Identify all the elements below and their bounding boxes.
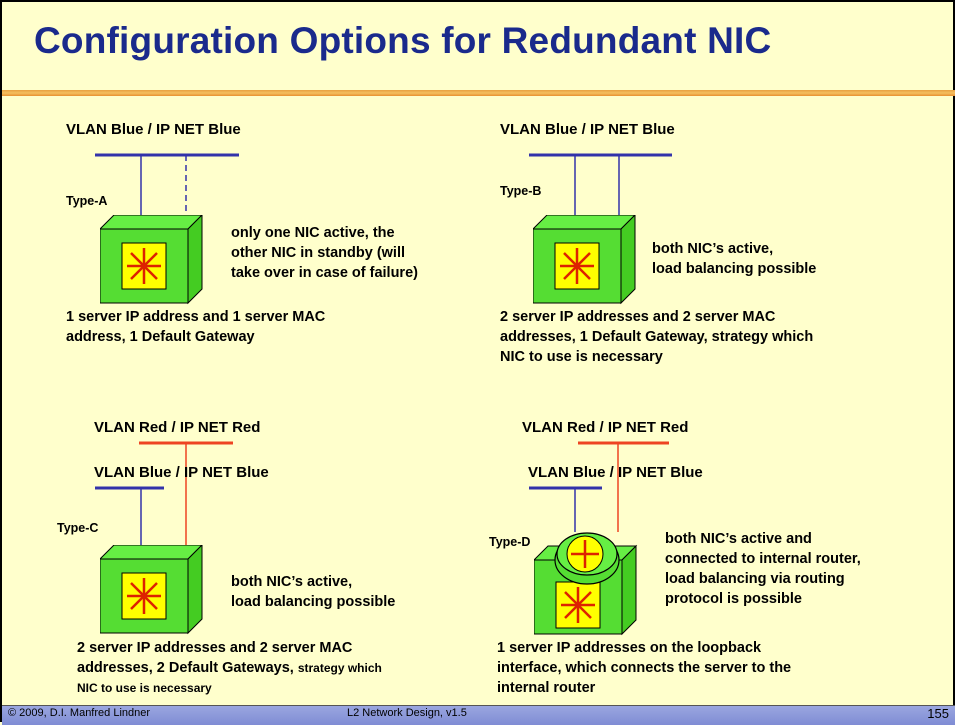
summary-d-line-3: internal router [497, 680, 596, 696]
description-d-line-4: protocol is possible [665, 591, 802, 607]
server-box-icon [100, 545, 203, 635]
description-c-line-1: both NIC’s active, [231, 574, 353, 590]
vlan-label-a: VLAN Blue / IP NET Blue [66, 121, 241, 138]
summary-c-line-2: addresses, 2 Default Gateways, strategy … [77, 659, 382, 678]
footer-bar [2, 705, 955, 725]
vlan-blue-label-c: VLAN Blue / IP NET Blue [94, 464, 269, 481]
description-d-line-1: both NIC’s active and [665, 531, 812, 547]
server-router-box-icon [534, 532, 638, 636]
server-box-icon [533, 215, 636, 305]
slide-title: Configuration Options for Redundant NIC [34, 20, 772, 61]
footer-course: L2 Network Design, v1.5 [347, 707, 467, 719]
vlan-blue-label-d: VLAN Blue / IP NET Blue [528, 464, 703, 481]
summary-a-line-2: address, 1 Default Gateway [66, 329, 255, 345]
summary-c-line-2-tail: strategy which [297, 661, 382, 675]
description-b-line-1: both NIC’s active, [652, 241, 774, 257]
vlan-label-b: VLAN Blue / IP NET Blue [500, 121, 675, 138]
description-d-line-3: load balancing via routing [665, 571, 845, 587]
description-a-line-3: take over in case of failure) [231, 265, 418, 281]
summary-d-line-2: interface, which connects the server to … [497, 660, 792, 676]
vlan-red-label-c: VLAN Red / IP NET Red [94, 419, 261, 436]
title-underline [2, 90, 955, 96]
type-label-b: Type-B [500, 184, 542, 198]
server-box-icon [100, 215, 203, 305]
vlan-red-label-d: VLAN Red / IP NET Red [522, 419, 689, 436]
summary-c-line-1: 2 server IP addresses and 2 server MAC [77, 640, 353, 656]
summary-c-line-2-main: addresses, 2 Default Gateways, [77, 660, 298, 676]
summary-b-line-1: 2 server IP addresses and 2 server MAC [500, 309, 776, 325]
summary-d-line-1: 1 server IP addresses on the loopback [497, 640, 762, 656]
description-d-line-2: connected to internal router, [665, 551, 861, 567]
footer-copyright: © 2009, D.I. Manfred Lindner [8, 707, 151, 719]
type-label-c: Type-C [57, 521, 99, 535]
description-a-line-2: other NIC in standby (will [231, 245, 406, 261]
summary-b-line-2: addresses, 1 Default Gateway, strategy w… [500, 329, 814, 345]
summary-c-line-3: NIC to use is necessary [77, 681, 212, 695]
description-a-line-1: only one NIC active, the [231, 225, 395, 241]
type-label-a: Type-A [66, 194, 108, 208]
summary-a-line-1: 1 server IP address and 1 server MAC [66, 309, 326, 325]
page-number: 155 [927, 706, 949, 721]
summary-b-line-3: NIC to use is necessary [500, 349, 663, 365]
description-b-line-2: load balancing possible [652, 261, 817, 277]
type-label-d: Type-D [489, 535, 531, 549]
description-c-line-2: load balancing possible [231, 594, 396, 610]
